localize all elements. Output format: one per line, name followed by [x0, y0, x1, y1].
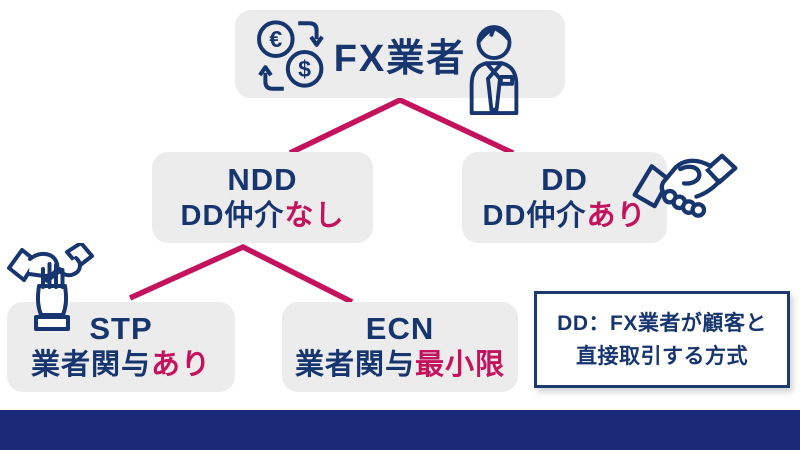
node-desc: 業者関与あり: [30, 349, 212, 382]
note-line-2: 直接取引する方式: [576, 344, 748, 368]
currency-exchange-icon: € $: [257, 20, 324, 91]
node-desc: DD仲介なし: [180, 199, 345, 232]
node-title: NDD: [227, 161, 298, 197]
node-fx-broker: € $ FX業者: [235, 10, 565, 115]
node-stp: STP 業者関与あり: [7, 302, 235, 392]
node-title: ECN: [365, 311, 435, 347]
node-desc: 業者関与最小限: [294, 349, 506, 382]
dd-definition-note: DD：FX業者が顧客と 直接取引する方式: [534, 291, 790, 388]
root-node-label: FX業者: [333, 37, 467, 80]
note-line-1: DD：FX業者が顧客と: [557, 311, 767, 335]
node-ndd: NDD DD仲介なし: [152, 152, 373, 243]
hands-together-icon: [7, 243, 94, 331]
node-title: DD: [541, 161, 588, 197]
svg-text:€: €: [269, 26, 282, 52]
handshake-icon: [632, 153, 738, 218]
node-desc-accent: あり: [151, 349, 212, 382]
node-dd: DD DD仲介あり: [462, 152, 667, 243]
node-desc: DD仲介あり: [482, 199, 647, 232]
node-desc-accent: なし: [284, 199, 345, 232]
footer-bar: [0, 410, 800, 450]
node-ecn: ECN 業者関与最小限: [282, 302, 518, 392]
businessman-icon: [469, 25, 519, 115]
svg-text:$: $: [298, 56, 311, 82]
node-desc-accent: 最小限: [415, 349, 506, 382]
node-title: STP: [89, 311, 153, 347]
node-desc-accent: あり: [586, 199, 647, 232]
